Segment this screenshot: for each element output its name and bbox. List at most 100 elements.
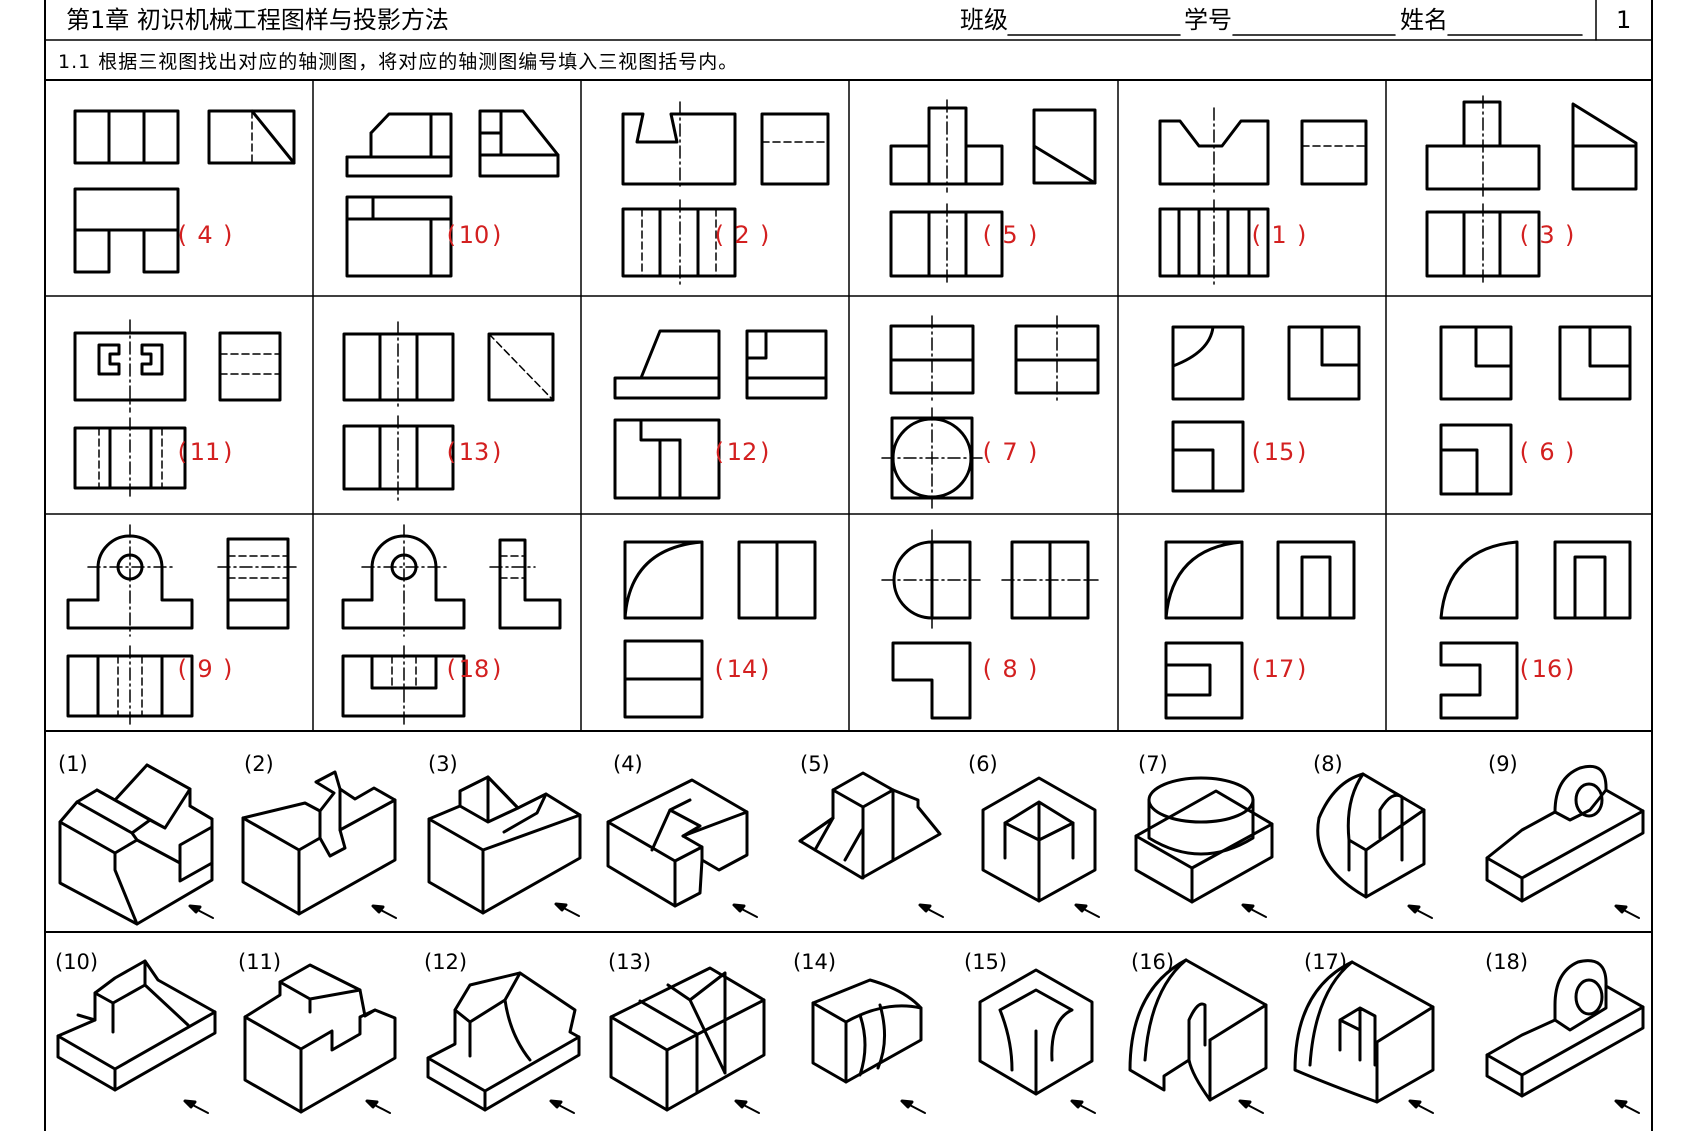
isometric-18 bbox=[1485, 959, 1645, 1114]
class-label: 班级 bbox=[960, 6, 1008, 34]
view-set-r3c2 bbox=[341, 524, 562, 725]
isometric-row-1 bbox=[58, 763, 1645, 926]
bracket-open: ( bbox=[1519, 221, 1529, 249]
bracket-close: ) bbox=[1028, 655, 1038, 683]
isometric-label: (11) bbox=[238, 950, 282, 974]
isometric-12 bbox=[426, 971, 581, 1114]
bracket-close: ) bbox=[760, 655, 770, 683]
isometric-10 bbox=[56, 959, 217, 1114]
answer-bracket[interactable]: (15) bbox=[1234, 438, 1324, 466]
bracket-open: ( bbox=[714, 438, 724, 466]
isometric-label: (15) bbox=[964, 950, 1008, 974]
isometric-label: (16) bbox=[1131, 950, 1175, 974]
answer-bracket[interactable]: (4) bbox=[160, 221, 250, 249]
bracket-close: ) bbox=[1297, 655, 1307, 683]
answer-bracket[interactable]: (11) bbox=[160, 438, 250, 466]
bracket-open: ( bbox=[982, 221, 992, 249]
answer-value: 2 bbox=[734, 221, 750, 249]
answer-bracket[interactable]: (3) bbox=[1502, 221, 1592, 249]
view-set-r3c1 bbox=[66, 524, 299, 725]
bracket-open: ( bbox=[446, 655, 456, 683]
isometric-label: (14) bbox=[793, 950, 837, 974]
isometric-label: (18) bbox=[1485, 950, 1529, 974]
isometric-label: (7) bbox=[1138, 752, 1168, 776]
bracket-close: ) bbox=[1565, 221, 1575, 249]
answer-bracket[interactable]: (18) bbox=[429, 655, 519, 683]
student-no-label: 学号 bbox=[1184, 6, 1232, 34]
answer-value: 4 bbox=[197, 221, 213, 249]
bracket-open: ( bbox=[714, 655, 724, 683]
bracket-open: ( bbox=[446, 221, 456, 249]
isometric-label: (13) bbox=[608, 950, 652, 974]
bracket-close: ) bbox=[1565, 438, 1575, 466]
view-set-r1c1 bbox=[73, 109, 296, 274]
answer-bracket[interactable]: (10) bbox=[429, 221, 519, 249]
view-set-r1c4 bbox=[889, 99, 1097, 287]
answer-value: 5 bbox=[1002, 221, 1018, 249]
bracket-close: ) bbox=[492, 221, 502, 249]
frame-lines bbox=[44, 0, 1653, 1131]
answer-value: 8 bbox=[1002, 655, 1018, 683]
bracket-open: ( bbox=[1251, 438, 1261, 466]
bracket-close: ) bbox=[492, 438, 502, 466]
isometric-label: (3) bbox=[428, 752, 458, 776]
isometric-label: (10) bbox=[55, 950, 99, 974]
answer-bracket[interactable]: (6) bbox=[1502, 438, 1592, 466]
isometric-16 bbox=[1128, 958, 1268, 1114]
isometric-label: (17) bbox=[1304, 950, 1348, 974]
answer-value: 6 bbox=[1539, 438, 1555, 466]
answer-value: 15 bbox=[1263, 438, 1295, 466]
exercise-instruction: 1.1 根据三视图找出对应的轴测图，将对应的轴测图编号填入三视图括号内。 bbox=[58, 51, 739, 73]
isometric-15 bbox=[978, 968, 1096, 1114]
answer-value: 1 bbox=[1271, 221, 1287, 249]
isometric-label: (6) bbox=[968, 752, 998, 776]
bracket-close: ) bbox=[1297, 221, 1307, 249]
answer-bracket[interactable]: (2) bbox=[697, 221, 787, 249]
bracket-close: ) bbox=[1028, 438, 1038, 466]
name-label: 姓名 bbox=[1400, 6, 1448, 34]
isometric-label: (1) bbox=[58, 752, 88, 776]
isometric-8 bbox=[1316, 772, 1433, 919]
bracket-close: ) bbox=[223, 438, 233, 466]
view-set-r2c5 bbox=[1171, 325, 1361, 493]
answer-bracket[interactable]: (5) bbox=[965, 221, 1055, 249]
isometric-2 bbox=[241, 770, 397, 919]
answer-value: 17 bbox=[1263, 655, 1295, 683]
isometric-6 bbox=[981, 776, 1100, 918]
isometric-label: (12) bbox=[424, 950, 468, 974]
answer-bracket[interactable]: (12) bbox=[697, 438, 787, 466]
view-set-r1c5 bbox=[1158, 107, 1368, 287]
answer-bracket[interactable]: (1) bbox=[1234, 221, 1324, 249]
answer-value: 14 bbox=[726, 655, 758, 683]
bracket-close: ) bbox=[760, 221, 770, 249]
isometric-9 bbox=[1485, 764, 1645, 919]
isometric-label: (9) bbox=[1488, 752, 1518, 776]
isometric-label: (8) bbox=[1313, 752, 1343, 776]
answer-bracket[interactable]: (14) bbox=[697, 655, 787, 683]
answer-bracket[interactable]: (8) bbox=[965, 655, 1055, 683]
isometric-11 bbox=[243, 963, 397, 1114]
isometric-5 bbox=[798, 771, 944, 918]
view-set-r2c4 bbox=[881, 315, 1100, 509]
bracket-open: ( bbox=[982, 655, 992, 683]
answer-value: 11 bbox=[189, 438, 221, 466]
answer-bracket[interactable]: (13) bbox=[429, 438, 519, 466]
answer-value: 3 bbox=[1539, 221, 1555, 249]
answer-bracket[interactable]: (9) bbox=[160, 655, 250, 683]
answer-value: 10 bbox=[458, 221, 490, 249]
view-set-r3c4 bbox=[881, 529, 1099, 720]
bracket-open: ( bbox=[177, 655, 187, 683]
view-set-r3c6 bbox=[1439, 540, 1632, 720]
bracket-close: ) bbox=[1028, 221, 1038, 249]
bracket-close: ) bbox=[492, 655, 502, 683]
page-number: 1 bbox=[1616, 6, 1632, 34]
answer-bracket[interactable]: (7) bbox=[965, 438, 1055, 466]
answer-bracket[interactable]: (16) bbox=[1502, 655, 1592, 683]
bracket-open: ( bbox=[1519, 438, 1529, 466]
isometric-label: (5) bbox=[800, 752, 830, 776]
answer-value: 13 bbox=[458, 438, 490, 466]
answer-value: 12 bbox=[726, 438, 758, 466]
isometric-4 bbox=[606, 778, 758, 918]
answer-bracket[interactable]: (17) bbox=[1234, 655, 1324, 683]
bracket-open: ( bbox=[446, 438, 456, 466]
